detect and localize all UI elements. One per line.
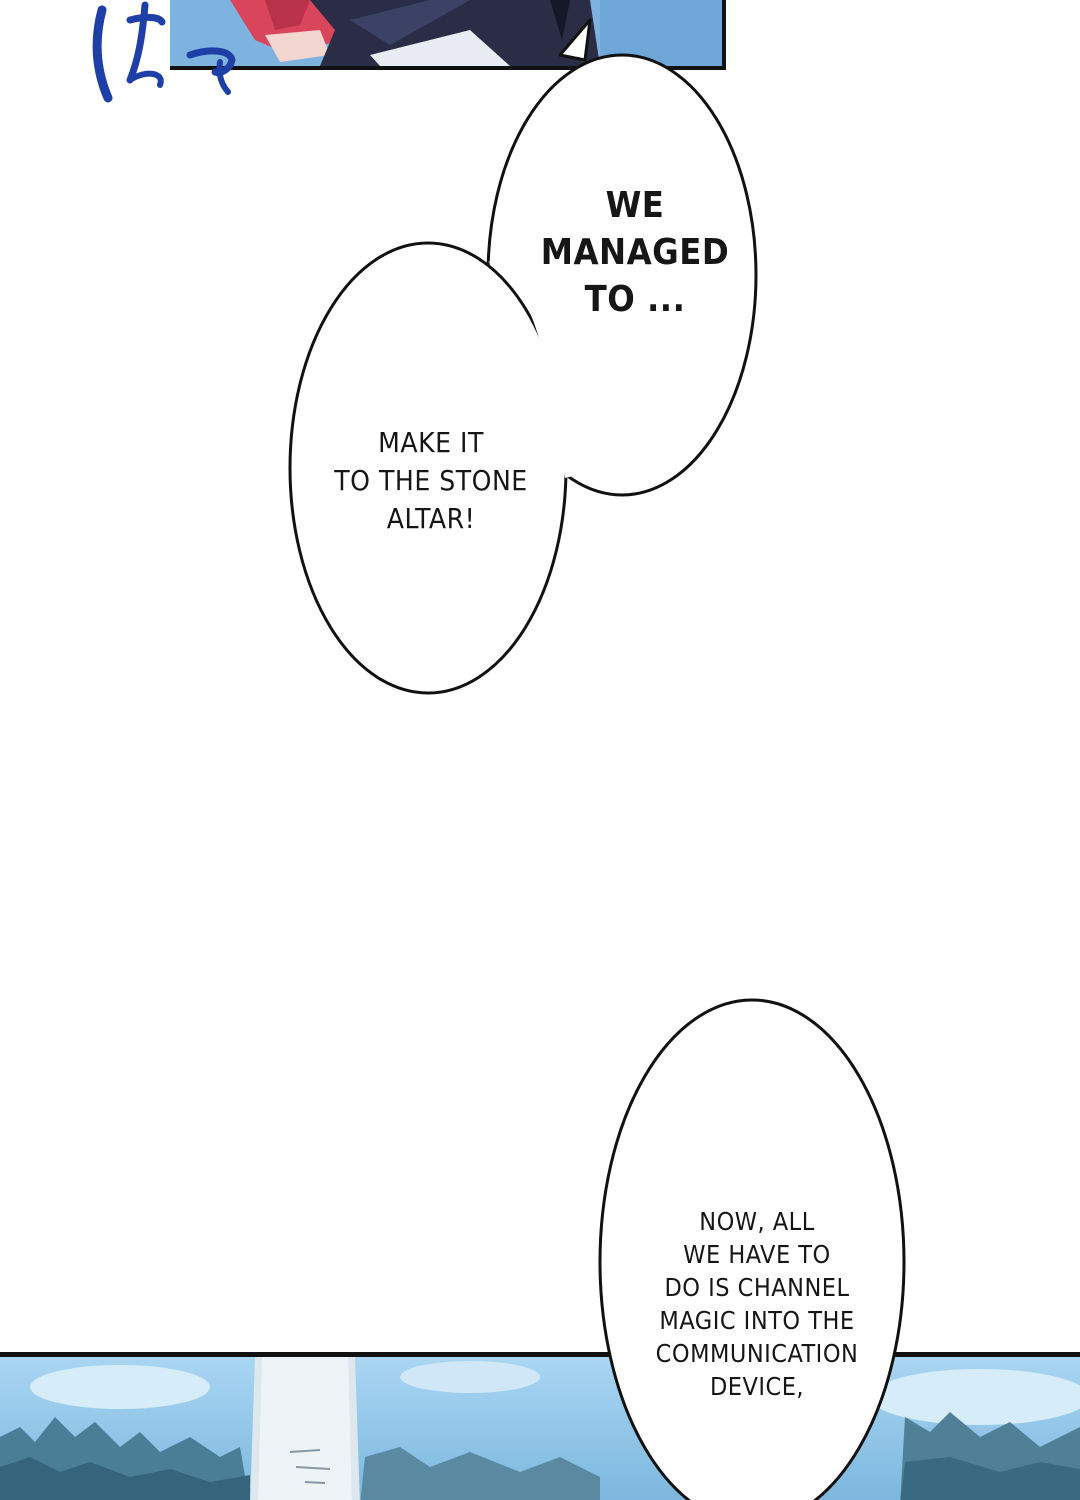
top-comic-panel xyxy=(170,0,726,70)
bubble-1-text: WE MANAGED TO ... xyxy=(540,185,730,320)
sfx-lettering xyxy=(92,1,236,103)
bubble-2-text: MAKE IT TO THE STONE ALTAR! xyxy=(334,426,528,535)
character-art xyxy=(170,0,722,66)
bubble-3-text: NOW, ALL WE HAVE TO DO IS CHANNEL MAGIC … xyxy=(655,1207,859,1401)
bottom-comic-panel xyxy=(0,1352,1080,1500)
landscape-art xyxy=(0,1357,1080,1500)
